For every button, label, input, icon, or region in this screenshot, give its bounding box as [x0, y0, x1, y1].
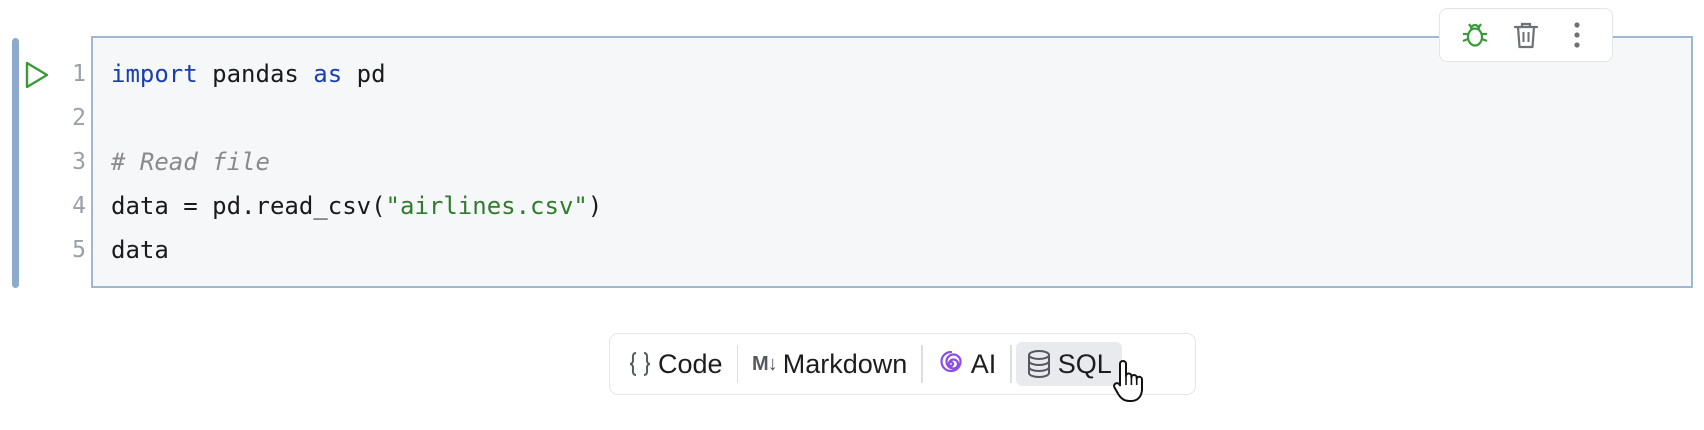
- run-cell-button[interactable]: [22, 58, 52, 92]
- divider: [736, 345, 739, 383]
- code-comment: # Read file: [111, 148, 270, 176]
- add-markdown-label: Markdown: [782, 348, 908, 379]
- database-icon: [1026, 349, 1052, 379]
- debug-cell-button[interactable]: [1455, 15, 1495, 55]
- code-line: [111, 96, 602, 140]
- more-vertical-icon: [1574, 22, 1580, 48]
- add-sql-cell-button[interactable]: SQL: [1015, 342, 1122, 386]
- line-number: 3: [72, 149, 86, 175]
- string-literal: "airlines.csv": [385, 192, 588, 220]
- code-text: ): [587, 192, 603, 220]
- code-line: import pandas as pd: [111, 52, 602, 96]
- keyword-as: as: [313, 60, 343, 88]
- module-name: pandas: [197, 60, 314, 88]
- trash-icon: [1513, 22, 1539, 49]
- markdown-icon: M↓: [752, 352, 778, 375]
- code-lines: import pandas as pd # Read file data = p…: [111, 52, 602, 272]
- cell-selection-indicator: [12, 38, 19, 288]
- braces-icon: [628, 350, 652, 378]
- code-line: data = pd.read_csv("airlines.csv"): [111, 184, 602, 228]
- add-markdown-cell-button[interactable]: M↓ Markdown: [742, 342, 917, 386]
- keyword-import: import: [111, 60, 198, 88]
- delete-cell-button[interactable]: [1506, 15, 1546, 55]
- more-options-button[interactable]: [1557, 15, 1597, 55]
- line-number: 5: [72, 237, 86, 263]
- add-code-label: Code: [658, 348, 723, 379]
- cell-toolbar: [1439, 8, 1613, 62]
- play-icon: [25, 61, 49, 89]
- divider: [921, 345, 923, 383]
- line-number: 1: [72, 61, 86, 87]
- code-line: data: [111, 236, 169, 264]
- add-ai-label: AI: [970, 348, 997, 379]
- code-cell-editor[interactable]: import pandas as pd # Read file data = p…: [91, 36, 1693, 288]
- add-sql-label: SQL: [1057, 348, 1112, 379]
- line-number: 2: [72, 105, 86, 131]
- add-cell-toolbar: Code M↓ Markdown AI: [609, 333, 1196, 395]
- line-number-gutter: 1 2 3 4 5: [54, 52, 86, 272]
- bug-icon: [1462, 23, 1488, 47]
- alias-name: pd: [342, 60, 386, 88]
- line-number: 4: [72, 193, 86, 219]
- add-ai-cell-button[interactable]: AI: [927, 342, 1007, 386]
- add-code-cell-button[interactable]: Code: [618, 342, 733, 386]
- ai-spiral-icon: [937, 350, 965, 378]
- divider: [1010, 345, 1012, 383]
- code-text: data = pd.read_csv(: [111, 192, 386, 220]
